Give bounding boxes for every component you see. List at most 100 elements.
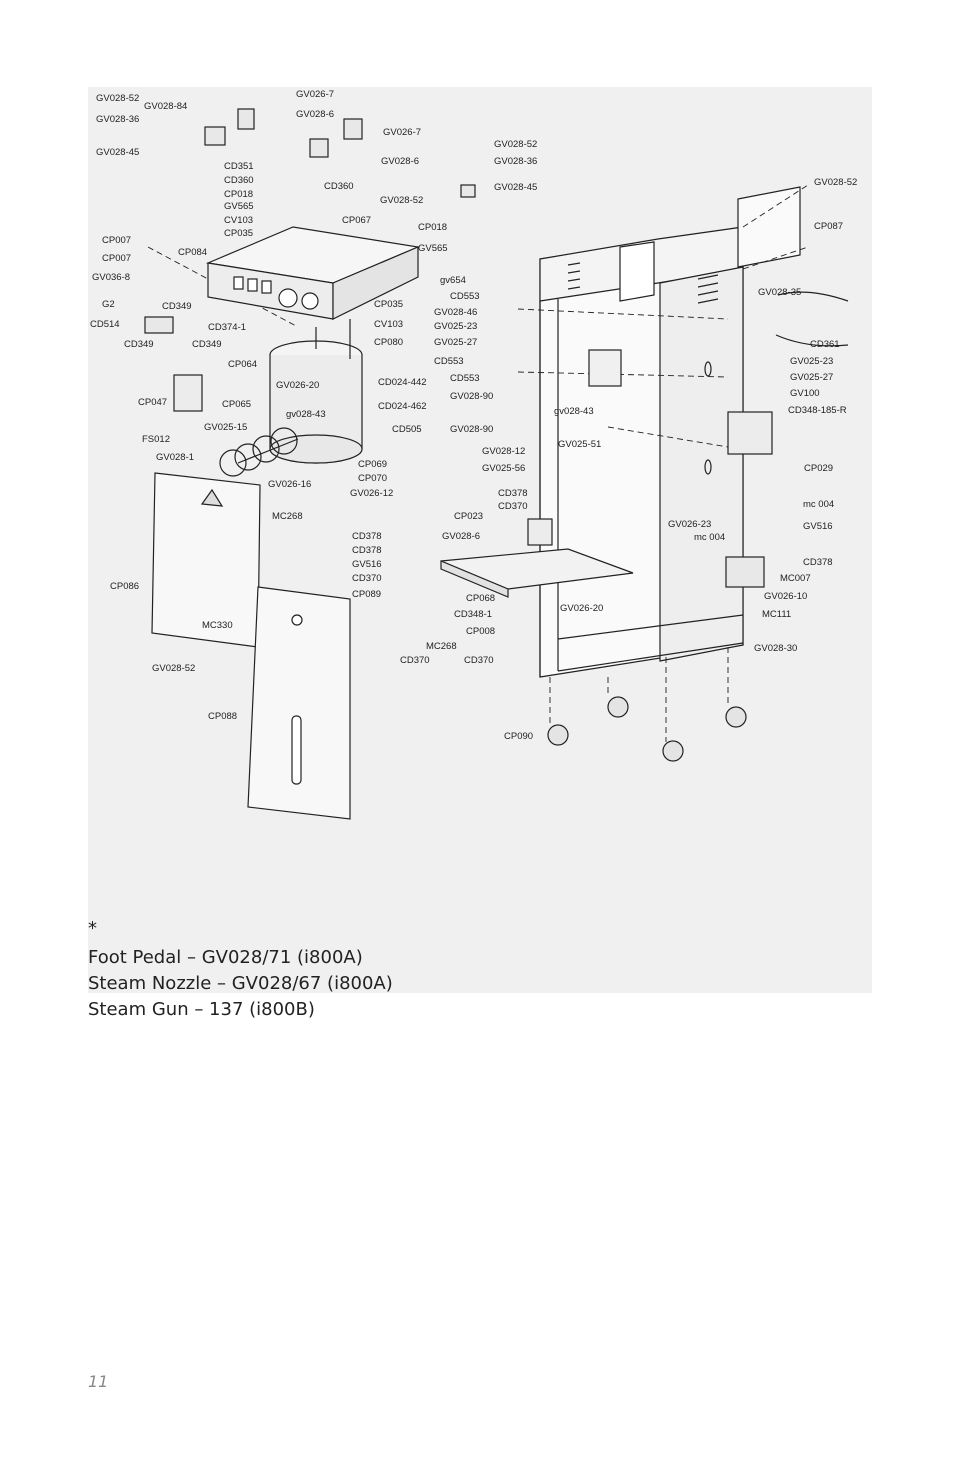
part-label: CP090 [504,731,533,742]
part-label: CP086 [110,581,139,592]
part-label: MC007 [780,573,811,584]
part-label: GV028-90 [450,391,493,402]
pump-mc007 [725,556,765,588]
part-label: GV028-30 [754,643,797,654]
part-label: FS012 [142,434,170,445]
part-label: GV026-10 [764,591,807,602]
part-label: GV025-51 [558,439,601,450]
contactor-cp029 [727,411,773,455]
part-label: GV028-52 [380,195,423,206]
part-label: CD024-442 [378,377,427,388]
part-label: GV028-45 [96,147,139,158]
part-label: CP023 [454,511,483,522]
solenoid-valves [144,108,849,347]
part-label: GV025-27 [790,372,833,383]
part-label: CP070 [358,473,387,484]
part-label: GV028-36 [494,156,537,167]
part-label: CP089 [352,589,381,600]
part-label: CP088 [208,711,237,722]
part-label: CD514 [90,319,120,330]
control-box [205,226,421,320]
part-label: CD553 [450,373,480,384]
rear-panel [737,186,801,268]
footnote-line-steam-nozzle: Steam Nozzle – GV028/67 (i800A) [88,973,393,994]
part-label: CD370 [352,573,382,584]
part-label: CD360 [324,181,354,192]
part-label: CD378 [352,531,382,542]
part-label: GV025-23 [790,356,833,367]
part-label: GV026-20 [276,380,319,391]
part-label: CD370 [400,655,430,666]
part-label: MC268 [426,641,457,652]
part-label: GV028-52 [96,93,139,104]
part-label: mc 004 [694,532,725,543]
part-label: GV028-6 [296,109,334,120]
part-label: GV026-7 [383,127,421,138]
part-label: GV516 [803,521,833,532]
part-label: mc 004 [803,499,834,510]
part-label: GV028-6 [381,156,419,167]
casters [547,696,747,762]
footnote-line-steam-gun: Steam Gun – 137 (i800B) [88,999,315,1020]
part-label: CD505 [392,424,422,435]
part-label: GV100 [790,388,820,399]
part-label: CD553 [450,291,480,302]
part-label: CP069 [358,459,387,470]
door-panel-cp088 [247,586,351,820]
part-label: CD348-1 [454,609,492,620]
part-label: CV103 [374,319,403,330]
part-label: CP035 [224,228,253,239]
part-label: CD351 [224,161,254,172]
part-label: CP007 [102,235,131,246]
part-label: GV026-20 [560,603,603,614]
heater-elements [219,427,299,477]
part-label: GV028-1 [156,452,194,463]
part-label: GV025-27 [434,337,477,348]
part-label: CP068 [466,593,495,604]
solenoid-cp023 [527,518,553,546]
part-label: GV025-56 [482,463,525,474]
part-label: GV565 [418,243,448,254]
part-label: CP064 [228,359,257,370]
part-label: CP007 [102,253,131,264]
part-label: CD024-462 [378,401,427,412]
part-label: CP084 [178,247,207,258]
part-label: CD378 [803,557,833,568]
part-label: CD370 [498,501,528,512]
part-label: CD360 [224,175,254,186]
part-label: CP018 [224,189,253,200]
part-label: CP067 [342,215,371,226]
part-label: CD348-185-R [788,405,847,416]
part-label: MC268 [272,511,303,522]
part-label: GV028-45 [494,182,537,193]
part-label: CP065 [222,399,251,410]
part-label: GV028-90 [450,424,493,435]
footnote-marker: * [88,918,97,939]
part-label: GV028-46 [434,307,477,318]
boiler-tank [269,319,363,464]
part-label: CP087 [814,221,843,232]
parts-diagram-svg: GV028-52GV028-84GV026-7GV028-36GV028-6GV… [90,89,857,820]
part-label: GV028-52 [152,663,195,674]
part-label: GV028-52 [814,177,857,188]
bracket-cp047 [173,374,203,412]
part-label: GV026-12 [350,488,393,499]
part-label: CP047 [138,397,167,408]
part-label: CD378 [352,545,382,556]
part-label: CD553 [434,356,464,367]
part-label: CD349 [192,339,222,350]
part-label: CP035 [374,299,403,310]
part-label: GV026-23 [668,519,711,530]
part-label: GV025-15 [204,422,247,433]
part-label: G2 [102,299,115,310]
footnote-line-foot-pedal: Foot Pedal – GV028/71 (i800A) [88,947,363,968]
part-label: GV026-7 [296,89,334,100]
part-label: GV026-16 [268,479,311,490]
part-label: CP018 [418,222,447,233]
part-label: CD349 [124,339,154,350]
part-label: CV103 [224,215,253,226]
part-label: gv028-43 [286,409,326,420]
part-label: CP080 [374,337,403,348]
